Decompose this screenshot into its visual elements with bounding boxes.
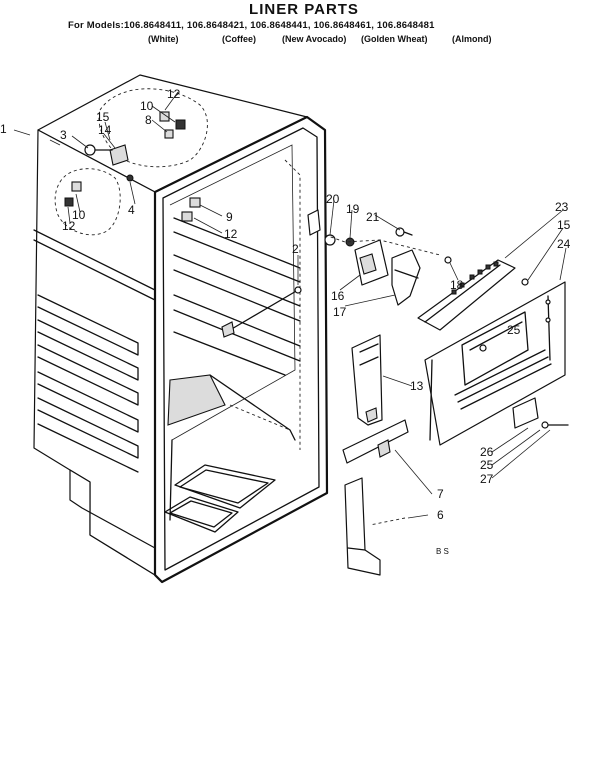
footnote-code: B S xyxy=(436,547,449,556)
label-part-10a: 10 xyxy=(140,99,154,113)
control-cluster xyxy=(49,88,208,236)
diagram-header: LINER PARTS For Models:106.8648411, 106.… xyxy=(0,0,608,50)
part-2-rod xyxy=(229,289,299,331)
part-21 xyxy=(395,227,405,237)
color-new-avocado: (New Avocado) xyxy=(282,34,347,44)
label-part-25a: 25 xyxy=(507,323,521,337)
label-part-21: 21 xyxy=(366,210,380,224)
part-17-fan-blade xyxy=(391,249,421,306)
label-part-15a: 15 xyxy=(96,110,110,124)
label-part-25b: 25 xyxy=(480,458,494,472)
label-part-18: 18 xyxy=(450,278,464,292)
color-golden-wheat: (Golden Wheat) xyxy=(361,34,428,44)
color-white: (White) xyxy=(148,34,179,44)
crisper-divider xyxy=(167,374,226,426)
part-4 xyxy=(126,174,134,182)
color-almond: (Almond) xyxy=(452,34,492,44)
part-23-bracket xyxy=(417,259,529,331)
evaporator-cover xyxy=(424,281,566,446)
liner-back-wall xyxy=(169,144,296,441)
label-part-13: 13 xyxy=(410,379,424,393)
label-part-10b: 10 xyxy=(72,208,86,222)
label-part-20: 20 xyxy=(326,192,340,206)
label-part-23: 23 xyxy=(555,200,569,214)
floor-pan-rear xyxy=(174,464,276,509)
model-numbers: For Models:106.8648411, 106.8648421, 106… xyxy=(68,20,435,31)
label-part-19: 19 xyxy=(346,202,360,216)
part-26 xyxy=(512,397,539,429)
label-part-12c: 12 xyxy=(224,227,238,241)
part-12-top xyxy=(159,111,170,122)
part-13-duct xyxy=(351,334,383,426)
part-10-left xyxy=(71,181,82,192)
label-part-7: 7 xyxy=(437,487,444,501)
label-part-2: 2 xyxy=(292,242,299,256)
liner-side-ribs xyxy=(33,229,156,473)
part-number-labels: 1 3 15 14 12 10 8 4 10 12 9 12 2 20 19 2… xyxy=(0,87,571,556)
part-20 xyxy=(324,234,336,246)
part-20-bracket xyxy=(307,209,321,236)
part-6-duct xyxy=(344,477,381,576)
cabinet-liner xyxy=(33,74,329,584)
label-part-3: 3 xyxy=(60,128,67,142)
label-part-12b: 12 xyxy=(62,219,76,233)
liner-front-frame-inner xyxy=(162,127,320,571)
label-part-14: 14 xyxy=(98,123,112,137)
floor-pan-front xyxy=(164,496,239,533)
label-part-15b: 15 xyxy=(557,218,571,232)
part-7-strip xyxy=(342,419,409,464)
part-10-top xyxy=(175,119,186,130)
label-part-26: 26 xyxy=(480,445,494,459)
shelf-clips xyxy=(181,197,201,222)
label-part-27: 27 xyxy=(480,472,494,486)
part-25-panel xyxy=(461,311,529,386)
label-part-8: 8 xyxy=(145,113,152,127)
part-8 xyxy=(164,129,174,139)
label-part-1: 1 xyxy=(0,122,7,136)
liner-front-frame-outer xyxy=(153,115,329,584)
part-18 xyxy=(444,256,452,264)
color-coffee: (Coffee) xyxy=(222,34,256,44)
label-part-4: 4 xyxy=(128,203,135,217)
liner-shelf-ribs xyxy=(173,217,301,376)
diagram-title: LINER PARTS xyxy=(249,1,359,18)
label-part-12a: 12 xyxy=(167,87,181,101)
label-part-6: 6 xyxy=(437,508,444,522)
part-14 xyxy=(109,144,129,166)
part-12-left xyxy=(64,197,74,207)
leader-lines xyxy=(13,91,567,526)
fan-motor-assembly xyxy=(307,209,452,306)
label-part-17: 17 xyxy=(333,305,347,319)
label-part-24: 24 xyxy=(557,237,571,251)
label-part-9: 9 xyxy=(226,210,233,224)
label-part-16: 16 xyxy=(331,289,345,303)
